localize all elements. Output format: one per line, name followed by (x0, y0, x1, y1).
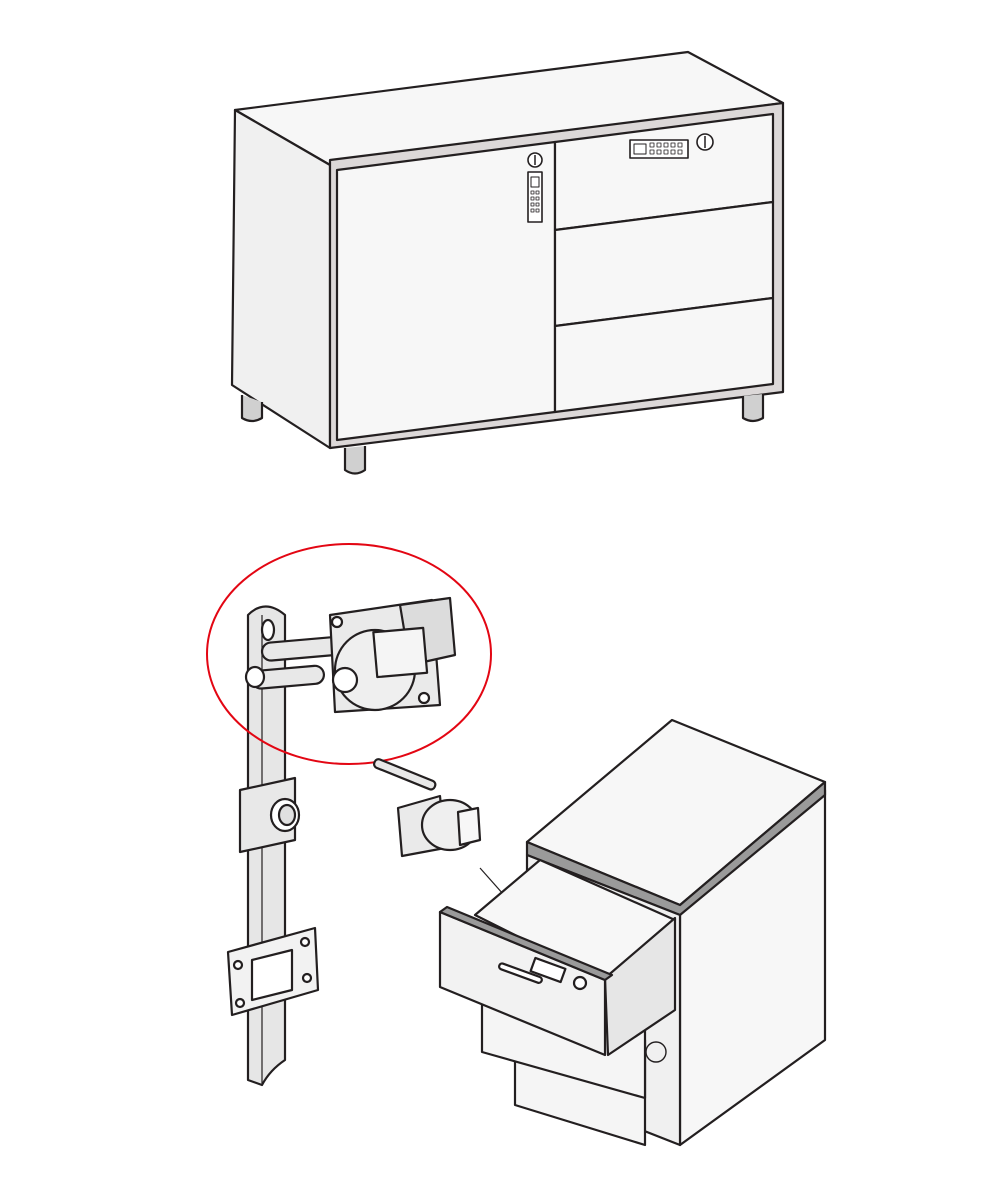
pedestal-drawer-illustration (438, 718, 827, 1147)
highlight-circle (206, 543, 492, 765)
cabinet-door (335, 140, 557, 442)
lock-closeup-illustration (206, 543, 492, 765)
cabinet-legs (240, 394, 765, 475)
cabinet-illustration (230, 50, 785, 475)
bar-bracket (238, 776, 297, 854)
lock-bar-assembly (226, 605, 320, 1087)
small-lock-illustration (373, 758, 482, 858)
drawer-keypad-2 (529, 956, 567, 984)
cabinet-drawer-3 (553, 296, 775, 414)
